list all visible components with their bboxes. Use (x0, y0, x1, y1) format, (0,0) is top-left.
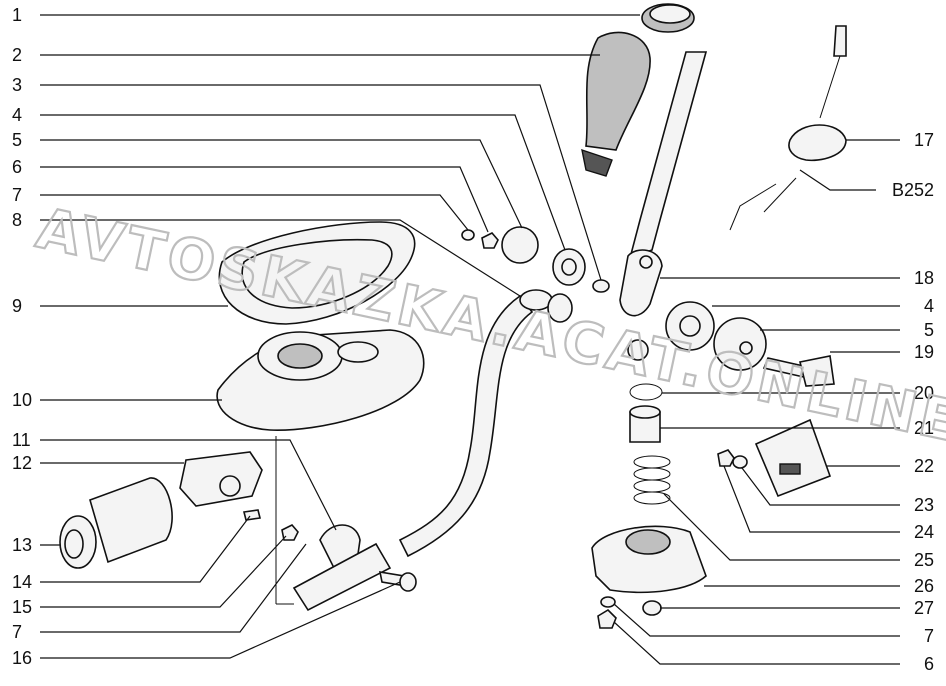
callout-7-lower: 7 (12, 622, 22, 642)
part-12-bracket (179, 451, 263, 507)
callout-b252: B252 (892, 180, 934, 200)
part-14-screw (243, 509, 261, 521)
part-5-washer (501, 226, 539, 264)
callout-6: 6 (12, 157, 22, 177)
part-17-assembly (729, 25, 847, 231)
callout-6-right: 6 (924, 654, 934, 674)
leader-lines (40, 14, 900, 665)
part-7-washer (461, 229, 475, 241)
callout-8: 8 (12, 210, 22, 230)
callout-1: 1 (12, 5, 22, 25)
callout-7: 7 (12, 185, 22, 205)
callout-18: 18 (914, 268, 934, 288)
callout-13: 13 (12, 535, 32, 555)
part-2-gear-knob (581, 31, 651, 177)
part-4-right-washer (665, 301, 715, 351)
callout-25: 25 (914, 550, 934, 570)
part-8-cable-tube (398, 289, 573, 558)
callout-4-right: 4 (924, 296, 934, 316)
callouts-right: 17 B252 18 4 5 19 20 21 22 23 24 25 26 2… (892, 130, 934, 674)
callout-21: 21 (914, 418, 934, 438)
callout-11: 11 (12, 430, 31, 450)
callout-16: 16 (12, 648, 32, 668)
callout-24: 24 (914, 522, 934, 542)
part-20-ring (629, 383, 663, 401)
part-10-boot (216, 329, 425, 431)
part-21-sleeve (629, 405, 661, 443)
part-5-right-washer (713, 317, 767, 371)
part-6-bottom-nut (597, 608, 617, 629)
callout-27: 27 (914, 598, 934, 618)
callout-23: 23 (914, 495, 934, 515)
part-3-bush (592, 279, 610, 293)
callout-4: 4 (12, 105, 22, 125)
callout-14: 14 (12, 572, 32, 592)
part-22-plate (754, 418, 832, 498)
callout-17: 17 (914, 130, 934, 150)
callout-5: 5 (12, 130, 22, 150)
callouts-left: 1 2 3 4 5 6 7 8 9 10 11 12 13 14 15 7 16 (12, 5, 32, 668)
part-23-washer (732, 455, 748, 469)
part-1-knob-cap (641, 3, 695, 33)
part-4-washer (552, 248, 586, 286)
part-19-pin (762, 355, 835, 387)
callout-2: 2 (12, 45, 22, 65)
part-9-gasket-frame (218, 221, 416, 325)
part-18-lever-end (619, 249, 663, 361)
part-13-cylinder (59, 477, 173, 569)
part-6-nut (481, 232, 499, 249)
callout-3: 3 (12, 75, 22, 95)
part-24-nut (717, 449, 735, 467)
callout-15: 15 (12, 597, 32, 617)
callout-20: 20 (914, 383, 934, 403)
part-26-housing (591, 525, 707, 594)
callout-9: 9 (12, 296, 22, 316)
callout-12: 12 (12, 453, 32, 473)
part-25-spring (633, 455, 671, 505)
callout-7-right: 7 (924, 626, 934, 646)
part-16-bolt (378, 571, 417, 592)
part-lever-rod (628, 51, 708, 260)
part-7-bottom-washer (600, 596, 616, 608)
part-tube-sleeve (292, 542, 392, 612)
callout-10: 10 (12, 390, 32, 410)
callout-19: 19 (914, 342, 934, 362)
part-27-cap (642, 600, 662, 616)
callout-22: 22 (914, 456, 934, 476)
callout-5-right: 5 (924, 320, 934, 340)
callout-26: 26 (914, 576, 934, 596)
